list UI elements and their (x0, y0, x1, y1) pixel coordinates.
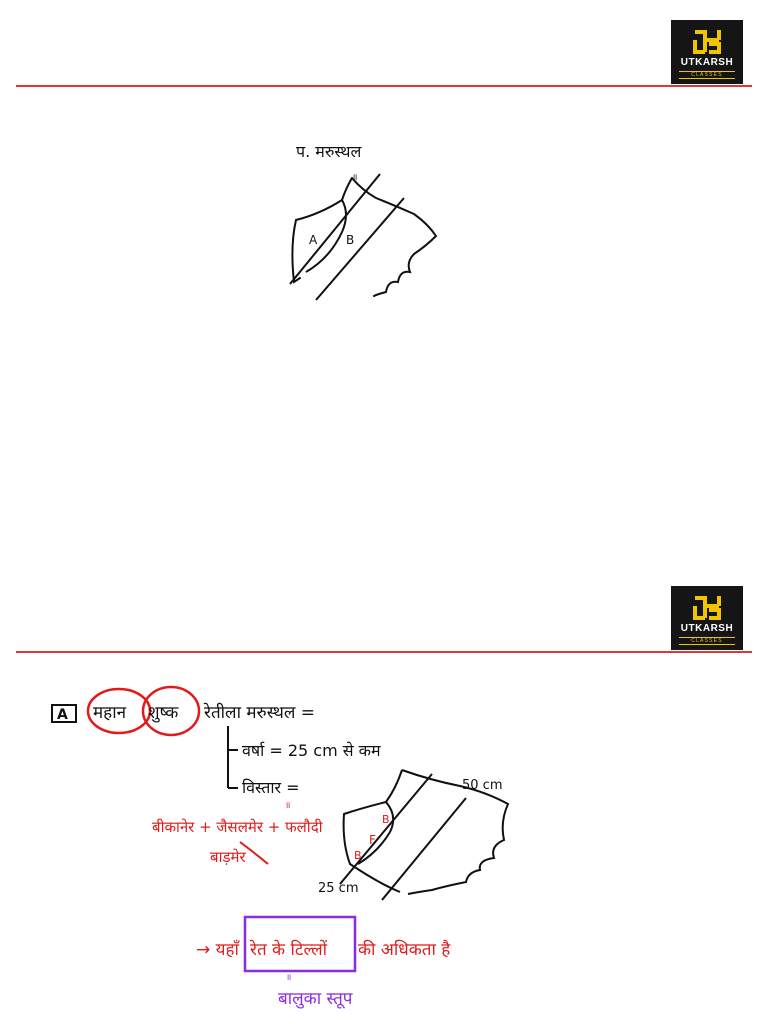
swastik-logo-icon (693, 596, 721, 620)
map-diagonal-2 (315, 197, 405, 301)
circle-great (86, 687, 152, 735)
slide-top: UTKARSH CLASSES प. मरुस्थल ॥ A B (16, 20, 752, 301)
map-label-b2: B (354, 849, 362, 862)
heading-text: प. मरुस्थल (296, 142, 363, 161)
districts-line2: बाड़मेर (210, 848, 246, 866)
badge-letter: A (57, 707, 68, 723)
map-inner-curve (357, 801, 395, 865)
badge-box (51, 704, 77, 723)
note-suffix: की अधिकता है (358, 939, 451, 960)
label-a: A (309, 233, 318, 247)
title-rest: रेतीला मरुस्थल = (203, 702, 315, 723)
map-diagonal-1 (339, 773, 433, 885)
map-inner-curve (305, 199, 347, 273)
word-dry: शुष्क (148, 703, 179, 723)
branch-bracket (227, 726, 238, 789)
sketch-area: प. मरुस्थल ॥ A B (289, 142, 438, 301)
circle-dry (141, 685, 201, 737)
logo-sub: CLASSES (679, 71, 735, 79)
note-box (243, 915, 357, 973)
map-label-b1: B (382, 813, 390, 826)
map-label-f: F (369, 833, 376, 847)
slide-bottom: UTKARSH CLASSES A महान शुष्क रेतीला मरुस… (0, 512, 768, 1024)
word-great: महान (93, 703, 127, 723)
logo-name: UTKARSH (680, 57, 734, 68)
map-outline (291, 177, 438, 297)
extent-text: विस्तार = (242, 778, 300, 797)
ditto-mark: ॥ (285, 801, 290, 811)
label-25cm: 25 cm (318, 881, 359, 896)
districts-line1: बीकानेर + जैसलमेर + फलौदी (152, 818, 324, 836)
red-pointer (239, 841, 269, 865)
map-outline (342, 769, 510, 895)
logo-name: UTKARSH (680, 623, 734, 634)
map-diagonal-2 (381, 797, 467, 901)
label-b: B (346, 233, 354, 247)
logo-sub: CLASSES (679, 637, 735, 645)
header-rule (16, 651, 752, 653)
note-boxed: रेत के टिल्लों (249, 939, 328, 960)
label-50cm: 50 cm (462, 778, 503, 793)
swastik-logo-icon (693, 30, 721, 54)
note-ditto: ॥ (286, 973, 291, 983)
rainfall-text: वर्षा = 25 cm से कम (242, 741, 381, 760)
note-prefix: → यहाँ (196, 939, 240, 960)
utkarsh-logo-2: UTKARSH CLASSES (671, 586, 743, 650)
map-diagonal-1 (289, 173, 381, 285)
note-term: बालुका स्तूप (278, 989, 353, 1009)
header-rule (16, 85, 752, 87)
notes-area: A महान शुष्क रेतीला मरुस्थल = वर्षा = 25… (51, 685, 510, 1009)
utkarsh-logo: UTKARSH CLASSES (671, 20, 743, 84)
ditto-mark: ॥ (352, 173, 357, 183)
